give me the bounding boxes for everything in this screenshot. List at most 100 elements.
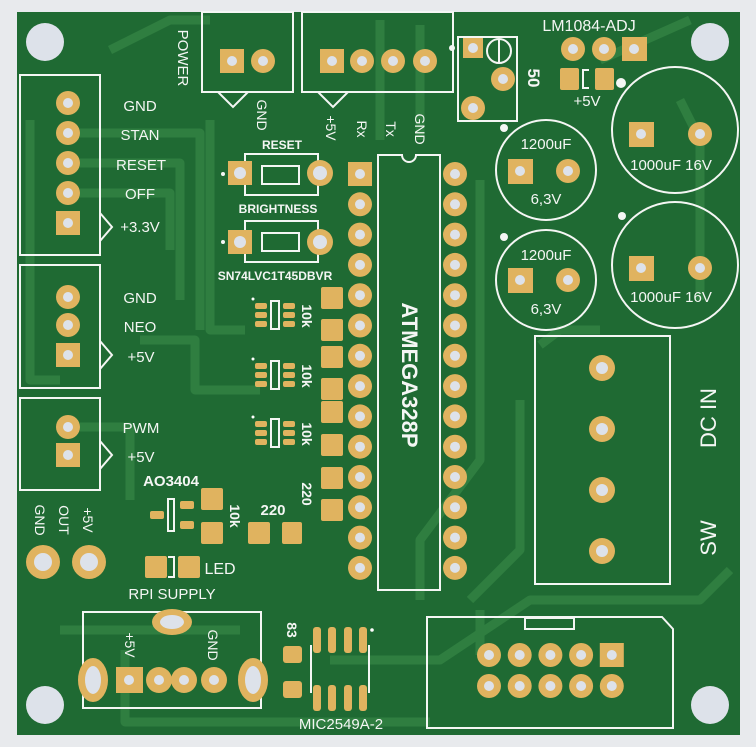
- pin-pad: [443, 495, 467, 520]
- label-out-5v: +5V: [80, 507, 96, 533]
- serial-connector: +5V Rx Tx GND: [301, 11, 454, 145]
- label-r-10k: 10k: [299, 422, 315, 446]
- pin-pad: [507, 674, 532, 698]
- mic2549-chip: [310, 627, 374, 711]
- pin-pad: [443, 252, 467, 277]
- label-5v: +5V: [127, 349, 154, 366]
- level-shifter-ic: [251, 297, 295, 330]
- pin-pad: [477, 674, 501, 698]
- resistor-83: [283, 646, 302, 698]
- label-power-gnd: GND: [254, 99, 270, 130]
- idc-header: [426, 616, 674, 729]
- capacitor-1000uf: 1000uF 16V: [611, 66, 739, 194]
- pin-pad: [56, 285, 80, 309]
- capacitor-1200uf: 1200uF 6,3V: [495, 119, 597, 221]
- atmega328p-chip: ATMEGA328P: [377, 154, 441, 591]
- pin-pad: [56, 313, 80, 337]
- label-r-83: 83: [284, 622, 300, 638]
- pin-pad: [443, 434, 467, 459]
- label-r-10k: 10k: [299, 304, 315, 328]
- regulator-5v-jumper: [560, 68, 626, 90]
- label-cap-large: 1000uF 16V: [630, 289, 712, 306]
- pin-pad: [443, 313, 467, 338]
- pin-pad: [56, 415, 80, 439]
- pin-pad: [599, 674, 624, 698]
- label-serial-gnd: GND: [412, 113, 428, 144]
- pin-pad: [507, 643, 532, 667]
- label-r-220: 220: [299, 482, 315, 506]
- label-cap-value: 1200uF: [521, 247, 572, 264]
- pin-pad: [538, 674, 563, 698]
- label-power: POWER: [174, 30, 191, 87]
- brightness-button[interactable]: [221, 220, 333, 263]
- pin-pad: [569, 674, 594, 698]
- label-trimpot: 50: [524, 69, 543, 88]
- pin-pad: [348, 313, 372, 338]
- mounting-hole: [26, 23, 64, 61]
- label-neo: NEO: [124, 319, 157, 336]
- connector-j3: PWM +5V: [19, 397, 160, 491]
- mounting-hole: [691, 23, 729, 61]
- label-regulator: LM1084-ADJ: [542, 18, 635, 35]
- lm1084-regulator: [561, 37, 647, 61]
- connector-j2: GND NEO +5V: [19, 264, 157, 389]
- label-sw: SW: [696, 520, 721, 556]
- resistor-pads: [321, 287, 343, 521]
- pin-pad: [443, 555, 467, 580]
- pin-pad-square: [56, 443, 80, 467]
- status-led[interactable]: [145, 556, 200, 578]
- pin-pad: [443, 525, 467, 550]
- pad-gnd: [26, 545, 60, 579]
- pin-pad: [443, 374, 467, 399]
- label-reg-5v: +5V: [573, 93, 600, 110]
- output-terminals: GND OUT +5V: [26, 504, 106, 579]
- label-usb-gnd: GND: [205, 629, 221, 660]
- connector-j1: GND STAN RESET OFF +3.3V: [19, 74, 166, 256]
- pin-pad: [443, 162, 467, 186]
- pin-pad: [569, 643, 594, 667]
- pin-pad: [443, 283, 467, 308]
- capacitor-1200uf: 1200uF 6,3V: [495, 229, 597, 331]
- pin-pad: [477, 643, 501, 667]
- pin-pad: [413, 49, 437, 73]
- pin-pad: [348, 252, 372, 277]
- mounting-holes: [26, 23, 729, 724]
- trimpot[interactable]: [449, 36, 518, 122]
- label-cap-voltage: 6,3V: [531, 301, 562, 318]
- dc-in-switch-connector: [534, 335, 671, 585]
- label-mosfet: AO3404: [143, 473, 200, 490]
- pin-pad: [56, 151, 80, 175]
- label-r-gate: 10k: [227, 504, 243, 528]
- pin-pad: [443, 465, 467, 489]
- pin-pad: [443, 404, 467, 429]
- led-resistor: [248, 522, 302, 544]
- pin-pad: [348, 283, 372, 308]
- label-r-10k: 10k: [299, 364, 315, 388]
- label-pwm: PWM: [123, 420, 160, 437]
- label-rpi-supply: RPI SUPPLY: [128, 586, 215, 603]
- pin-pad: [251, 49, 275, 73]
- label-out-out: OUT: [56, 505, 72, 535]
- pin-pad: [56, 91, 80, 115]
- pin-pad: [348, 192, 372, 217]
- pin-pad-square: [320, 49, 344, 73]
- pin-pad-square: [56, 343, 80, 367]
- reset-button[interactable]: [221, 153, 333, 196]
- pin-pad: [56, 181, 80, 205]
- pin-pad-square: [56, 211, 80, 235]
- label-level-shifter: SN74LVC1T45DBVR: [218, 269, 333, 283]
- power-connector: GND: [201, 11, 294, 131]
- label-gnd: GND: [123, 290, 157, 307]
- mounting-hole: [26, 686, 64, 724]
- pin-pad: [348, 465, 372, 489]
- label-led: LED: [204, 561, 235, 578]
- label-reset-button: RESET: [262, 138, 303, 152]
- label-5v: +5V: [127, 449, 154, 466]
- pin-pad: [381, 49, 405, 73]
- label-off: OFF: [125, 186, 155, 203]
- level-shifter-ic: [251, 415, 295, 448]
- label-tx: Tx: [383, 121, 399, 137]
- capacitor-1000uf: 1000uF 16V: [611, 201, 739, 329]
- label-mcu: ATMEGA328P: [397, 302, 422, 447]
